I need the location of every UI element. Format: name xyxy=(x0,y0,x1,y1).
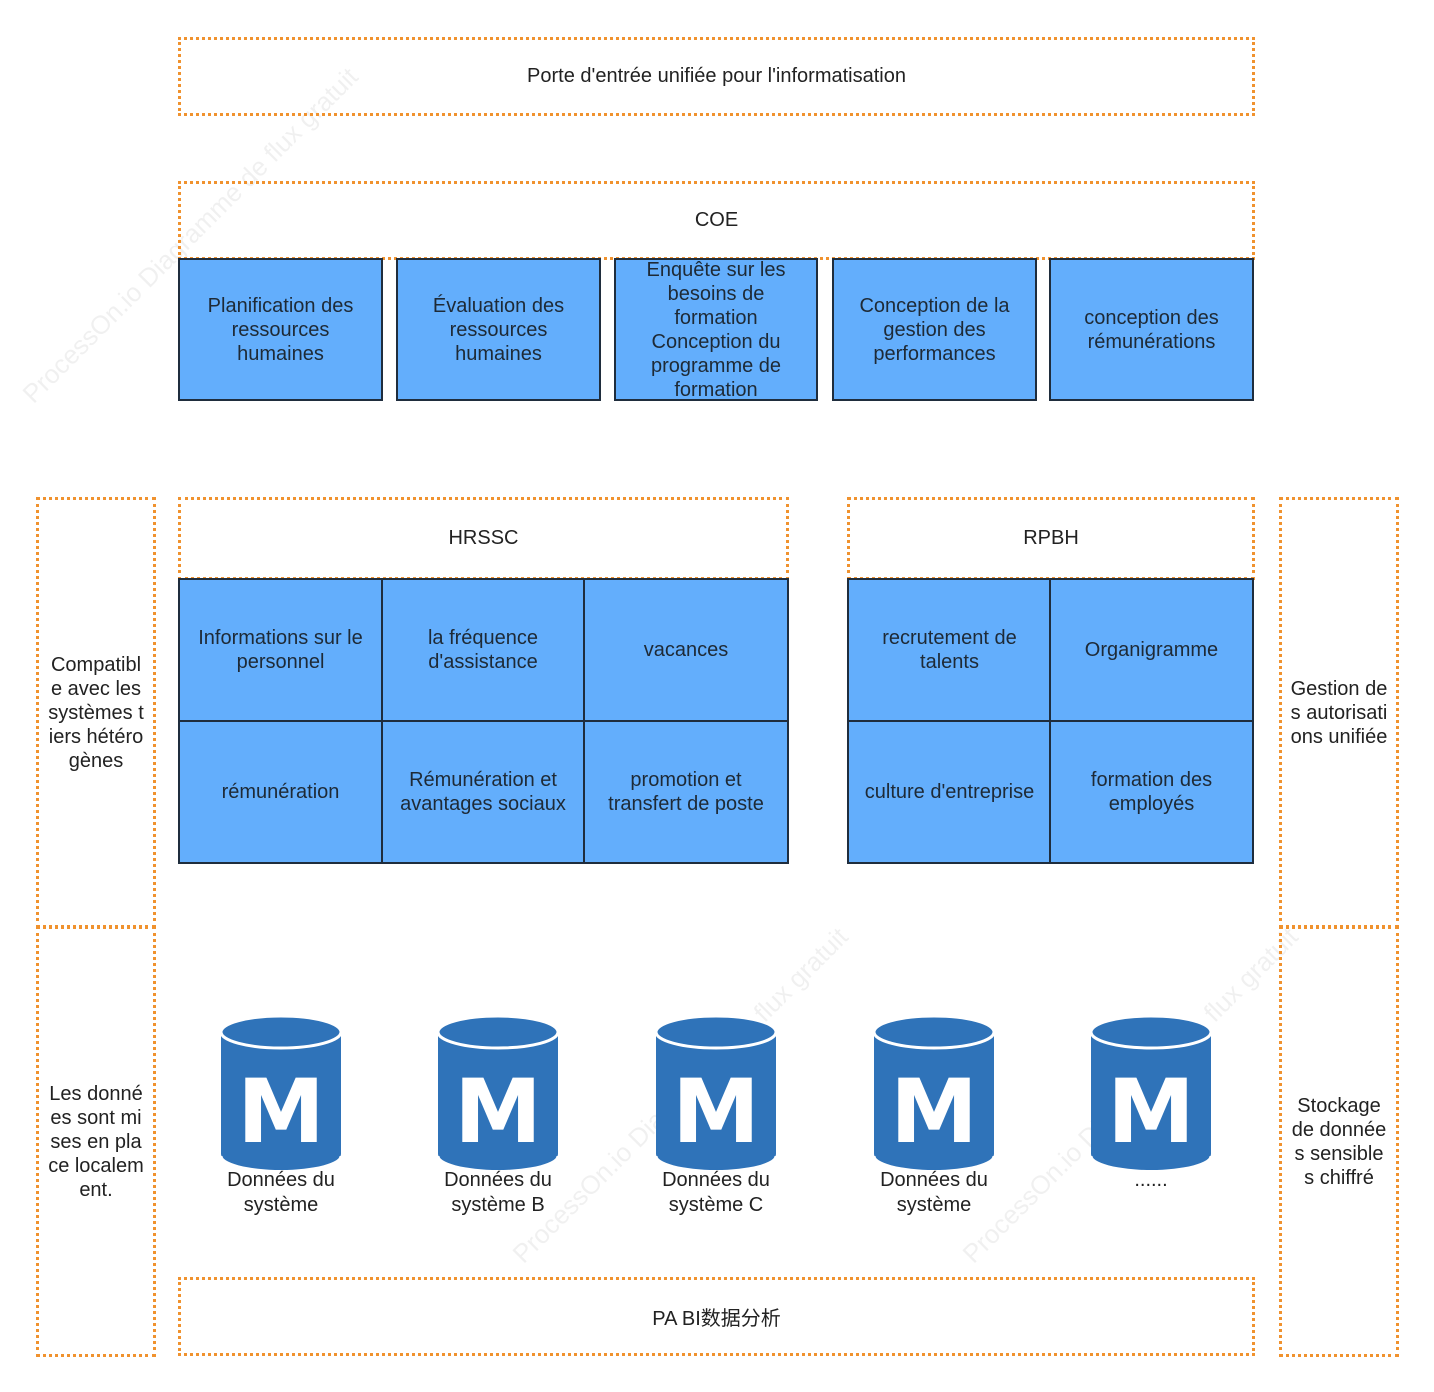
bi-analysis-box: PA BI数据分析 xyxy=(178,1277,1255,1356)
hrssc-box: rémunération xyxy=(178,720,383,864)
database-label: Données du système C xyxy=(662,1169,770,1216)
database-label: ...... xyxy=(1134,1169,1168,1191)
hrssc-box: Rémunération et avantages sociaux xyxy=(381,720,585,864)
svg-text:M: M xyxy=(454,1060,542,1163)
unified-portal-label: Porte d'entrée unifiée pour l'informatis… xyxy=(527,65,906,87)
coe-box-performance: Conception de la gestion des performance… xyxy=(832,258,1037,401)
rpbh-box: culture d'entreprise xyxy=(847,720,1052,864)
right-panel-encrypted-storage: Stockage de données sensibles chiffré xyxy=(1279,926,1399,1357)
right-panel-permissions: Gestion des autorisations unifiée xyxy=(1279,497,1399,928)
rpbh-box: recrutement de talents xyxy=(847,578,1052,722)
database-label: Données du système xyxy=(227,1169,335,1216)
coe-header: COE xyxy=(178,181,1255,260)
hrssc-box: Informations sur le personnel xyxy=(178,578,383,722)
coe-box-label: Évaluation des ressources humaines xyxy=(432,294,565,365)
coe-box-label: Planification des ressources humaines xyxy=(207,294,354,365)
coe-box-compensation: conception des rémunérations xyxy=(1049,258,1254,401)
svg-text:M: M xyxy=(1107,1060,1195,1163)
coe-box-training: Enquête sur les besoins de formation Con… xyxy=(614,258,818,401)
database-icon: M xyxy=(219,1012,343,1174)
hrssc-header: HRSSC xyxy=(178,497,789,580)
hrssc-box-label: promotion et transfert de poste xyxy=(608,769,764,815)
coe-title: COE xyxy=(694,209,739,231)
svg-text:M: M xyxy=(237,1060,325,1163)
hrssc-box: la fréquence d'assistance xyxy=(381,578,585,722)
left-panel-local-data: Les données sont mises en place localeme… xyxy=(36,926,156,1357)
hrssc-box-label: rémunération xyxy=(221,781,340,803)
rpbh-box: Organigramme xyxy=(1049,578,1254,722)
bi-analysis-label: PA BI数据分析 xyxy=(652,1308,781,1330)
coe-box-label: conception des rémunérations xyxy=(1084,306,1219,353)
rpbh-box-label: recrutement de talents xyxy=(882,627,1017,673)
unified-portal-box: Porte d'entrée unifiée pour l'informatis… xyxy=(178,37,1255,116)
rpbh-box-label: culture d'entreprise xyxy=(864,781,1035,803)
hrssc-box-label: la fréquence d'assistance xyxy=(427,627,539,673)
svg-text:M: M xyxy=(890,1060,978,1163)
rpbh-box-label: formation des employés xyxy=(1090,769,1213,815)
hrssc-box-label: Informations sur le personnel xyxy=(198,627,363,673)
hrssc-box-label: vacances xyxy=(643,639,729,661)
database-icon: M xyxy=(872,1012,996,1174)
hrssc-title: HRSSC xyxy=(448,527,519,549)
rpbh-box: formation des employés xyxy=(1049,720,1254,864)
rpbh-header: RPBH xyxy=(847,497,1255,580)
database-icon: M xyxy=(654,1012,778,1174)
database-label: Données du système B xyxy=(444,1169,552,1216)
coe-box-hr-planning: Planification des ressources humaines xyxy=(178,258,383,401)
rpbh-box-label: Organigramme xyxy=(1084,639,1219,661)
coe-box-label: Conception de la gestion des performance… xyxy=(859,294,1010,365)
left-panel-bottom-label: Les données sont mises en place localeme… xyxy=(48,1082,144,1201)
left-panel-compatible: Compatible avec les systèmes tiers hétér… xyxy=(36,497,156,928)
right-panel-bottom-label: Stockage de données sensibles chiffré xyxy=(1291,1094,1387,1189)
database-icon: M xyxy=(436,1012,560,1174)
database-icon: M xyxy=(1089,1012,1213,1174)
right-panel-top-label: Gestion des autorisations unifiée xyxy=(1290,677,1388,748)
left-panel-top-label: Compatible avec les systèmes tiers hétér… xyxy=(48,653,144,772)
svg-text:M: M xyxy=(672,1060,760,1163)
hrssc-box: vacances xyxy=(583,578,789,722)
rpbh-title: RPBH xyxy=(1023,527,1079,549)
database-label: Données du système xyxy=(880,1169,988,1216)
coe-box-hr-evaluation: Évaluation des ressources humaines xyxy=(396,258,601,401)
hrssc-box: promotion et transfert de poste xyxy=(583,720,789,864)
coe-box-label: Enquête sur les besoins de formation Con… xyxy=(646,258,786,401)
hrssc-box-label: Rémunération et avantages sociaux xyxy=(400,769,566,815)
